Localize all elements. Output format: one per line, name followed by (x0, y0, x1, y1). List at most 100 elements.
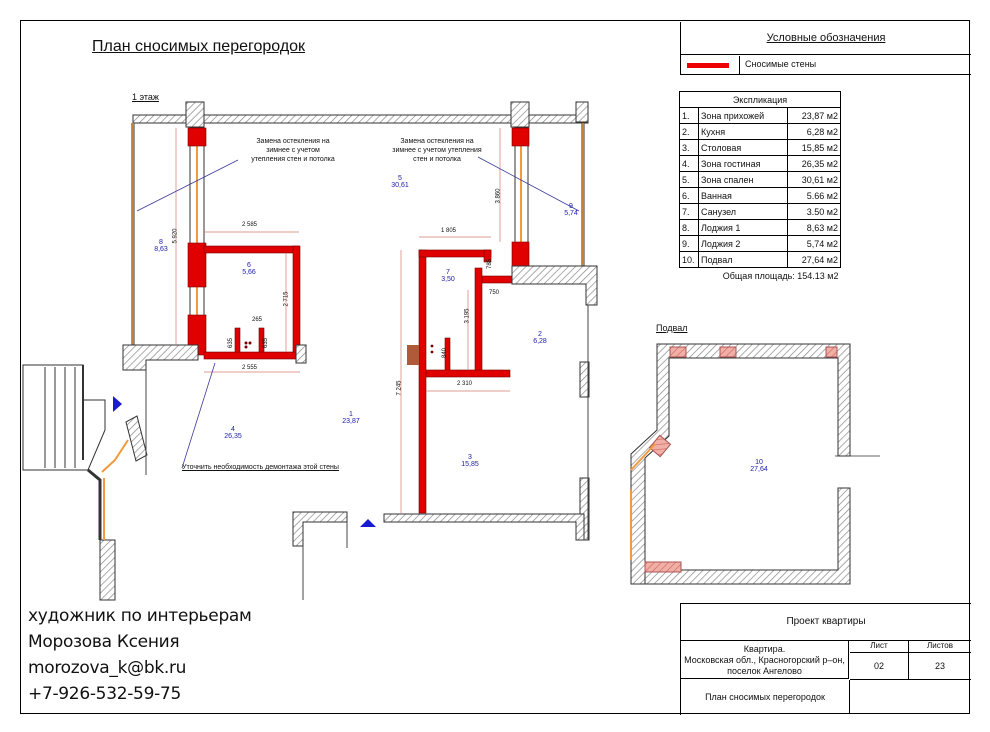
room-num: 10 (755, 459, 763, 466)
dim-label: 3 860 (495, 188, 502, 204)
room-num: 9 (569, 203, 573, 210)
basement-plan (630, 343, 880, 585)
dim-label: 3 195 (464, 308, 471, 324)
annotation-leaders (136, 156, 580, 469)
address-line: Квартира. (743, 644, 786, 654)
dim-label: 2 715 (283, 291, 290, 307)
entrance-wall (87, 468, 102, 540)
dim-label: 265 (252, 317, 263, 323)
dim-label: 750 (489, 290, 500, 296)
room-area: 5,66 (242, 269, 256, 276)
dim-label: 635 (263, 337, 270, 349)
fixtures (244, 341, 434, 365)
row-area: 27,64 м2 (787, 251, 841, 268)
address-line: поселок Ангелово (727, 666, 802, 676)
dim-label: 7 245 (396, 380, 403, 396)
stamp-sheet-label: Лист (850, 641, 909, 653)
note-line: Замена остекления на (400, 138, 474, 145)
room-num: 5 (398, 175, 402, 182)
room-area: 8,63 (154, 246, 168, 253)
room-num: 1 (349, 411, 353, 418)
room-num: 4 (231, 426, 235, 433)
entrance-glazing (101, 439, 129, 473)
legend-title: Условные обозначения (681, 22, 971, 55)
glazing-note-right: Замена остекления на зимнее с учетом уте… (372, 137, 502, 164)
artist-email[interactable]: morozova_k@bk.ru (28, 658, 187, 678)
interior-lines (145, 305, 589, 600)
artist-name: Морозова Ксения (28, 632, 180, 652)
demolish-wall-swatch (687, 63, 729, 68)
stamp-drawing: План сносимых перегородок (681, 680, 850, 714)
note-line: зимнее с учетом (266, 147, 320, 154)
stamp-sheets-label: Листов (909, 641, 971, 653)
dim-label: 635 (228, 337, 235, 349)
dim-label: 785 (487, 258, 494, 270)
legend: Условные обозначения Сносимые стены (680, 22, 971, 75)
loggia-left-glazing (131, 123, 205, 347)
page-title: План сносимых перегородок (92, 38, 306, 55)
title-block: Проект квартиры Квартира. Московская обл… (680, 603, 971, 715)
dim-label: 840 (442, 347, 449, 359)
entry-arrow-bottom (360, 519, 376, 527)
room-area: 6,28 (533, 338, 547, 345)
entrance-stair (22, 364, 106, 471)
dim-label: 2 310 (457, 381, 473, 387)
note-line: стен и потолка (413, 156, 461, 163)
artist-role: художник по интерьерам (28, 606, 252, 626)
balcony-top-beam (132, 101, 589, 128)
stamp-project: Проект квартиры (681, 604, 971, 641)
room-area: 15,85 (461, 461, 479, 468)
room-area: 23,87 (342, 418, 360, 425)
note-line: зимнее с учетом утепления (392, 147, 482, 154)
room-num: 8 (159, 239, 163, 246)
entry-arrow-left (113, 396, 122, 412)
room-area: 3,50 (441, 276, 455, 283)
room-area: 5,74 (564, 210, 578, 217)
room-area: 27,64 (750, 466, 768, 473)
stamp-sheets: 23 (909, 653, 971, 680)
artist-phone: +7-926-532-59-75 (28, 684, 181, 704)
note-line: Замена остекления на (256, 138, 330, 145)
dim-label: 2 555 (242, 365, 258, 371)
legend-item-label: Сносимые стены (745, 59, 817, 69)
floor-label: 1 этаж (132, 92, 159, 102)
room-num: 3 (468, 454, 472, 461)
legend-swatch (681, 56, 740, 74)
glazing-note-left: Замена остекления на зимнее с учетом уте… (238, 137, 348, 164)
note-line: утепления стен и потолка (251, 156, 335, 163)
bearing-walls (99, 265, 598, 601)
stamp-address: Квартира. Московская обл., Красногорский… (681, 641, 849, 679)
stamp-sheet: 02 (850, 653, 909, 680)
drawing-frame (20, 20, 970, 714)
dimension-lines (175, 128, 510, 513)
room-num: 2 (538, 331, 542, 338)
room-area: 30,61 (391, 182, 409, 189)
room-num: 7 (446, 269, 450, 276)
total-area: Общая площадь: 154.13 м2 (722, 270, 839, 281)
dim-label: 5 920 (172, 228, 179, 244)
dim-label: 2 585 (242, 222, 258, 228)
basement-label: Подвал (656, 323, 688, 333)
room-num: 6 (247, 262, 251, 269)
dim-label: 1 805 (441, 228, 457, 234)
room-area: 26,35 (224, 433, 242, 440)
